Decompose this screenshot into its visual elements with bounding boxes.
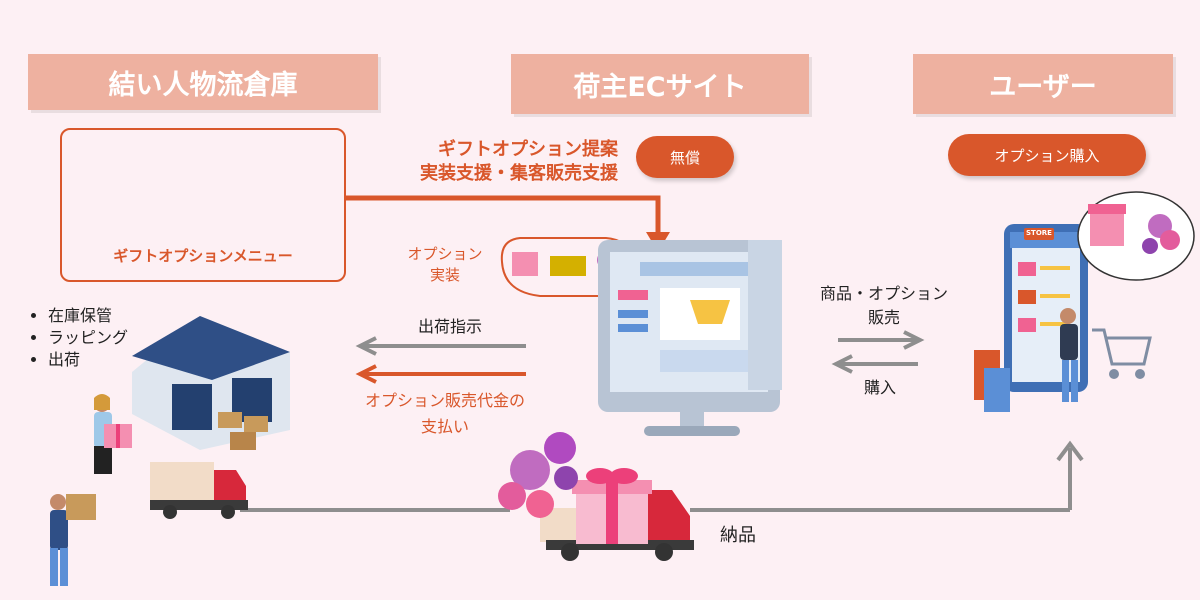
- header-user: ユーザー: [913, 54, 1173, 114]
- payment-line-1: オプション販売代金の: [364, 391, 525, 410]
- truck-icon: [150, 462, 248, 519]
- task-item: 在庫保管: [48, 305, 128, 327]
- worker-man: [50, 494, 96, 586]
- gift-box-icon: [572, 468, 652, 544]
- thought-bubble: [1077, 191, 1195, 281]
- delivery-arrow: [240, 440, 1084, 512]
- monitor-icon: [598, 240, 782, 436]
- worker-woman: [94, 394, 132, 474]
- option-purchase-badge: オプション購入: [948, 134, 1146, 176]
- sales-label: 商品・オプション 販売: [800, 282, 968, 330]
- free-badge: 無償: [636, 136, 734, 178]
- task-item: 出荷: [48, 349, 128, 371]
- option-impl-line-2: 実装: [429, 266, 460, 284]
- gift-option-menu-label: ギフトオプションメニュー: [113, 247, 293, 265]
- purchase-label: 購入: [863, 378, 896, 397]
- header-warehouse: 結い人物流倉庫: [28, 54, 378, 110]
- option-impl-line-1: オプション: [407, 245, 483, 263]
- payment-label: オプション販売代金の 支払い: [340, 388, 550, 440]
- proposal-line-1: ギフトオプション提案: [438, 139, 618, 160]
- flower-bouquet-icon: [498, 432, 578, 518]
- gift-option-menu-box: [60, 128, 346, 282]
- proposal-text: ギフトオプション提案 実装支援・集客販売支援: [350, 138, 618, 186]
- sales-line-1: 商品・オプション: [819, 284, 948, 303]
- sales-line-2: 販売: [867, 308, 900, 327]
- ship-instruction-label: 出荷指示: [417, 317, 482, 336]
- store-sign: STORE: [1026, 229, 1052, 237]
- payment-arrow: [355, 364, 526, 384]
- option-implementation-text: オプション 実装: [390, 244, 500, 286]
- purchase-arrow: [831, 354, 918, 374]
- header-ec-site: 荷主ECサイト: [511, 54, 809, 114]
- sales-arrow: [838, 330, 925, 350]
- warehouse-icon: [132, 316, 290, 450]
- smartphone-store-icon: [974, 224, 1088, 412]
- delivery-label: 納品: [720, 525, 756, 546]
- shopping-cart-icon: [1092, 328, 1152, 379]
- proposal-line-2: 実装支援・集客販売支援: [420, 163, 618, 184]
- warehouse-task-list: 在庫保管 ラッピング 出荷: [28, 305, 128, 371]
- task-item: ラッピング: [48, 327, 128, 349]
- ship-instruction-arrow: [355, 336, 526, 356]
- payment-line-2: 支払い: [420, 417, 469, 436]
